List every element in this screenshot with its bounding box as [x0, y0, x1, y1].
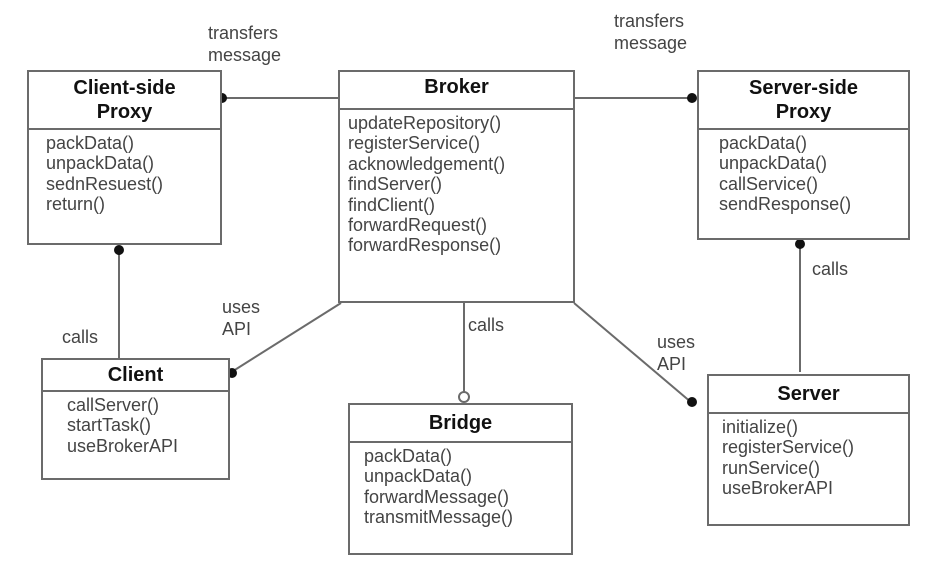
- operation: forwardResponse(): [348, 235, 502, 256]
- label-transfers-message-right: transfers message: [614, 11, 688, 53]
- operation: forwardRequest(): [348, 215, 488, 236]
- label-transfers-message-left: transfers message: [208, 23, 282, 65]
- class-name: Server-side Proxy: [699, 72, 908, 130]
- operation: acknowledgement(): [348, 153, 506, 174]
- operation: registerService(): [348, 133, 481, 154]
- endpoint-serverproxy-server: [795, 239, 805, 249]
- operation: unpackData(): [46, 153, 155, 174]
- operation: packData(): [46, 133, 135, 153]
- class-client-side-proxy[interactable]: Client-side Proxy packData() unpackData(…: [27, 70, 222, 245]
- operation: return(): [46, 194, 106, 215]
- line-broker-server: [573, 302, 693, 404]
- class-server[interactable]: Server initialize() registerService() ru…: [707, 374, 910, 526]
- endpoint-serverproxy: [687, 93, 697, 103]
- operation: updateRepository(): [348, 113, 502, 133]
- label-calls-client: calls: [62, 327, 99, 347]
- operation: packData(): [364, 446, 453, 466]
- operations-list: packData() unpackData() forwardMessage()…: [350, 443, 571, 532]
- operation: useBrokerAPI: [67, 435, 179, 456]
- label-calls-bridge: calls: [468, 315, 505, 335]
- operation: runService(): [722, 457, 821, 478]
- operation: registerService(): [722, 437, 855, 458]
- class-client[interactable]: Client callServer() startTask() useBroke…: [41, 358, 230, 480]
- operations-list: packData() unpackData() callService() se…: [699, 130, 908, 219]
- line-broker-client: [229, 302, 342, 374]
- class-bridge[interactable]: Bridge packData() unpackData() forwardMe…: [348, 403, 573, 555]
- class-name: Broker: [340, 72, 573, 110]
- class-name: Client-side Proxy: [29, 72, 220, 130]
- class-broker[interactable]: Broker updateRepository() registerServic…: [338, 70, 575, 303]
- endpoint-server-broker: [687, 397, 697, 407]
- class-name: Bridge: [350, 405, 571, 443]
- endpoint-bridge: [458, 391, 470, 403]
- class-name: Server: [709, 376, 908, 414]
- operation: unpackData(): [364, 466, 473, 487]
- operation: forwardMessage(): [364, 486, 510, 507]
- label-calls-server: calls: [812, 259, 849, 279]
- operation: findClient(): [348, 194, 436, 215]
- operation: findServer(): [348, 174, 443, 195]
- operation: initialize(): [722, 417, 799, 437]
- label-uses-api-client: uses API: [222, 297, 261, 339]
- class-name: Client: [43, 360, 228, 392]
- endpoint-client-clientproxy: [114, 245, 124, 255]
- operations-list: updateRepository() registerService() ack…: [340, 110, 573, 260]
- operation: sednResuest(): [46, 173, 164, 194]
- operation: useBrokerAPI: [722, 478, 834, 499]
- operations-list: packData() unpackData() sednResuest() re…: [29, 130, 220, 219]
- operation: sendResponse(): [719, 194, 852, 215]
- operation: packData(): [719, 133, 808, 153]
- operation: startTask(): [67, 415, 152, 436]
- operations-list: callServer() startTask() useBrokerAPI: [43, 392, 228, 460]
- operation: transmitMessage(): [364, 507, 514, 528]
- operation: callServer(): [67, 395, 160, 415]
- operation: unpackData(): [719, 153, 828, 174]
- label-uses-api-server: uses API: [657, 332, 696, 374]
- operation: callService(): [719, 173, 819, 194]
- class-server-side-proxy[interactable]: Server-side Proxy packData() unpackData(…: [697, 70, 910, 240]
- operations-list: initialize() registerService() runServic…: [709, 414, 908, 503]
